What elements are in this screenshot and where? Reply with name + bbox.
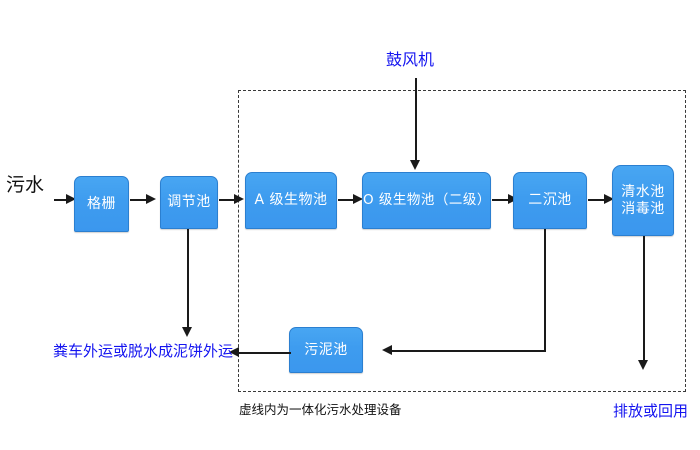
link-settling-to-clearwater-line — [588, 199, 606, 201]
link-grid-to-regulating-arrowhead — [146, 194, 156, 204]
node-o-stage-bio-tank[interactable]: O 级生物池（二级） — [362, 172, 491, 229]
discharge-label: 排放或回用 — [613, 402, 689, 420]
link-regulating-to-a-arrowhead — [234, 194, 244, 204]
sludge-to-disposal-arrowhead — [229, 347, 239, 357]
link-grid-to-regulating-line — [130, 199, 148, 201]
inlet-connector-line — [54, 199, 68, 201]
blower-feed-arrowhead — [410, 160, 420, 170]
sludge-disposal-label: 粪车外运或脱水成泥饼外运 — [53, 342, 234, 360]
clearwater-to-discharge-line — [643, 236, 645, 362]
regulating-to-disposal-arrowhead — [182, 327, 192, 337]
node-sludge-tank[interactable]: 污泥池 — [289, 327, 363, 373]
link-settling-to-clearwater-arrowhead — [604, 194, 614, 204]
blower-feed-line — [415, 78, 417, 162]
node-clearwater-disinfection-tank[interactable]: 清水池 消毒池 — [612, 165, 674, 236]
settling-to-sludge-horizontal-line — [392, 350, 546, 352]
inlet-connector-arrowhead — [66, 194, 76, 204]
node-secondary-settling-tank[interactable]: 二沉池 — [513, 172, 587, 229]
node-grid[interactable]: 格栅 — [74, 176, 129, 232]
sludge-to-disposal-line — [239, 352, 291, 354]
inlet-label: 污水 — [6, 174, 45, 196]
link-o-to-settling-line — [492, 199, 510, 201]
blower-label: 鼓风机 — [386, 50, 435, 69]
settling-to-sludge-vertical-line — [544, 229, 546, 352]
regulating-to-disposal-line — [187, 229, 189, 329]
clearwater-to-discharge-arrowhead — [638, 360, 648, 370]
link-a-to-o-arrowhead — [353, 194, 363, 204]
settling-to-sludge-arrowhead — [382, 345, 392, 355]
link-a-to-o-line — [338, 199, 355, 201]
dashed-box-caption: 虚线内为一体化污水处理设备 — [239, 402, 402, 417]
link-regulating-to-a-line — [219, 199, 236, 201]
node-regulating-tank[interactable]: 调节池 — [160, 176, 218, 229]
node-a-stage-bio-tank[interactable]: A 级生物池 — [245, 172, 337, 229]
